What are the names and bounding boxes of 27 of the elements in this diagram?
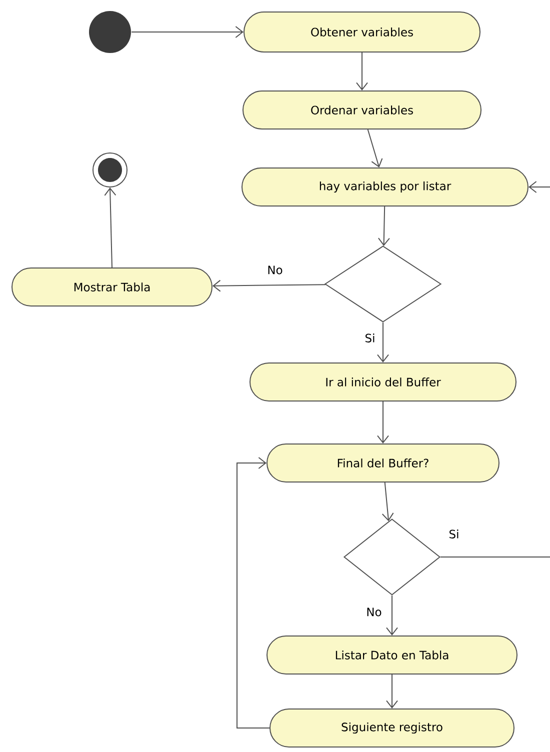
arrow — [382, 482, 394, 522]
activity-box: Obtener variables — [244, 12, 480, 52]
arrow — [377, 322, 389, 362]
activity-box: Siguiente registro — [270, 708, 514, 748]
arrow — [367, 129, 383, 168]
edge-label: Si — [448, 528, 460, 540]
arrow — [131, 26, 244, 38]
activity-box: Ir al inicio del Buffer — [250, 362, 516, 402]
edge-label: No — [266, 264, 284, 276]
activity-box: hay variables por listar — [242, 168, 528, 206]
start-dot — [89, 11, 131, 53]
arrow — [528, 181, 550, 193]
arrow — [378, 206, 390, 246]
activity-box: Mostrar Tabla — [12, 268, 212, 306]
arrow — [212, 280, 326, 292]
end-bullseye — [92, 152, 128, 188]
arrow — [104, 188, 116, 268]
arrow — [377, 401, 389, 444]
arrow — [386, 674, 398, 708]
activity-box: Final del Buffer? — [266, 444, 500, 482]
activity-box: Listar Dato en Tabla — [266, 636, 518, 674]
activity-box: Ordenar variables — [242, 90, 482, 130]
arrow — [236, 457, 270, 728]
arrow — [386, 595, 398, 636]
arrow — [356, 52, 368, 90]
edge-label: Si — [364, 332, 376, 344]
edge-label: No — [365, 606, 383, 618]
